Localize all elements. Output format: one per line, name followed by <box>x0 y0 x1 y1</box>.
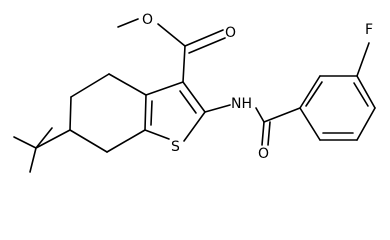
bond-c3-c2-inner <box>179 90 197 114</box>
bond-ester-c-o-single <box>157 23 186 47</box>
bond-c7-c7a <box>106 129 146 153</box>
bond-c3a-c7a-inner <box>150 100 153 126</box>
bond-c4-c3a <box>108 73 147 96</box>
bond-co-o-a <box>261 121 265 146</box>
molecule-diagram: O O S NH O F <box>13 12 376 173</box>
bond-co-o-b <box>267 121 271 146</box>
bond-ar3-ar4-inner <box>353 82 369 107</box>
fluorine-label: F <box>365 22 373 38</box>
bond-co-ring <box>263 107 301 123</box>
ester-ether-oxygen-label: O <box>142 12 153 28</box>
bond-c3-c2 <box>182 81 206 113</box>
bond-c6-c5 <box>69 96 72 131</box>
bond-ar1-ar2 <box>299 75 321 109</box>
structure-drawing: O O S NH O F <box>13 12 376 173</box>
bond-tbu-c <box>29 147 37 173</box>
amide-oxygen-label: O <box>258 146 269 162</box>
bond-c3a-c7a <box>144 94 147 131</box>
bond-o-methyl <box>117 18 139 28</box>
bond-ar3-ar4 <box>356 75 376 109</box>
bond-nh-co <box>255 107 265 123</box>
bond-c2-nh <box>204 104 231 113</box>
thiophene-sulfur-label: S <box>171 139 180 155</box>
ester-carbonyl-oxygen-label: O <box>225 25 236 41</box>
bond-tbu-b <box>35 127 53 149</box>
bond-ester-c-o-double-a <box>184 29 224 47</box>
bond-ar3-f <box>356 42 370 77</box>
bond-c2-s <box>183 111 206 142</box>
bond-c3a-c3 <box>145 81 184 96</box>
bond-tbu-ring <box>35 129 71 149</box>
bond-tbu-a <box>13 136 37 149</box>
bond-c6-c7 <box>69 129 108 153</box>
bond-ar4-ar5 <box>356 107 376 141</box>
bond-ar1-ar2-inner <box>305 81 323 107</box>
bond-ester-c-o-double-b <box>188 37 226 54</box>
amide-nh-label: NH <box>231 96 252 112</box>
bond-s-c7a <box>144 129 170 140</box>
bond-c5-c4 <box>70 73 110 98</box>
bond-c3-ester-c <box>182 45 186 83</box>
bond-ar6-ar1 <box>299 107 321 141</box>
